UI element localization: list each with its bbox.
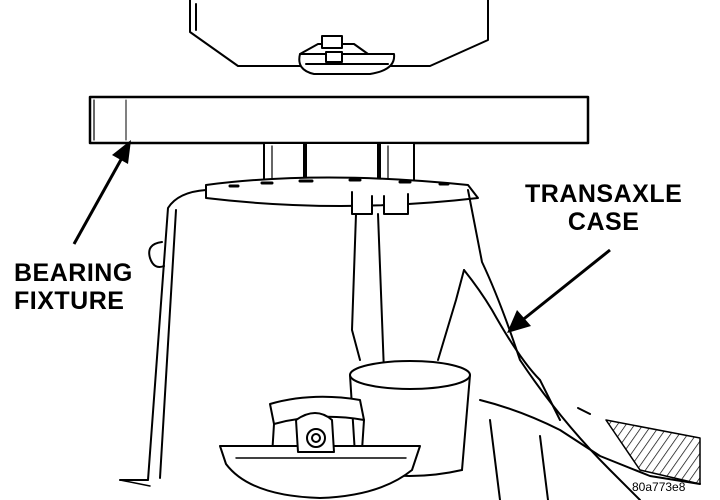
transaxle-case-label-line2: CASE (567, 208, 640, 236)
bearing-fixture-label: BEARING FIXTURE (14, 259, 133, 315)
lower-housing (219, 395, 421, 499)
bearing-fixture-label-line2: FIXTURE (14, 287, 125, 315)
transaxle-case (119, 176, 701, 500)
bearing-fixture-arrow (72, 140, 131, 245)
bearing-fixture (88, 95, 590, 145)
bearing-fixture-label-line1: BEARING (14, 259, 133, 287)
figure-id: 80a773e8 (632, 480, 686, 494)
transaxle-case-arrow (507, 248, 611, 333)
transaxle-case-label-line1: TRANSAXLE (525, 180, 683, 208)
transaxle-case-label: TRANSAXLE CASE (525, 180, 682, 236)
press-ram-tip (298, 35, 396, 75)
